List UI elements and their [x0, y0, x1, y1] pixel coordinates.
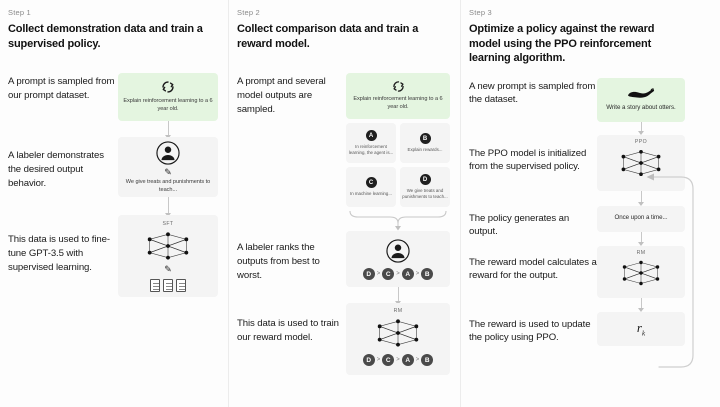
step-title-3: Optimize a policy against the reward mod… — [469, 23, 655, 65]
prompt-box-step1-text: Explain reinforcement learning to a 6 ye… — [123, 98, 213, 113]
neural-network-icon — [143, 229, 193, 263]
gt-sign: > — [376, 357, 381, 364]
rank-badge-1: D — [362, 268, 375, 281]
step3-row-prompt: A new prompt is sampled from the dataset… — [469, 77, 710, 135]
gt-sign: > — [376, 271, 381, 278]
gt-sign: > — [396, 357, 400, 364]
prompt-box-step3-text: Write a story about otters. — [606, 103, 676, 111]
rank-badge-4: B — [421, 354, 434, 367]
step1-caption-3: This data is used to fine-tune GPT-3.5 w… — [8, 234, 110, 273]
step1-row-labeler: A labeler demonstrates the desired outpu… — [8, 137, 218, 218]
step-label-1: Step 1 — [8, 8, 31, 17]
step1-caption-2: A labeler demonstrates the desired outpu… — [8, 150, 104, 189]
output-text-d: We give treats and punishments to teach.… — [402, 188, 448, 200]
step3-row-reward: The reward is used to update the policy … — [469, 311, 710, 346]
arrow-down-3d — [637, 297, 646, 312]
merge-brace-icon — [346, 207, 450, 231]
labeler-person-icon — [385, 238, 411, 264]
refresh-circle-icon — [161, 80, 175, 94]
reward-symbol: rk — [636, 319, 646, 338]
step2-caption-2: A labeler ranks the outputs from best to… — [237, 242, 320, 281]
ppo-model-label: PPO — [634, 138, 648, 145]
document-stack-icon — [150, 279, 186, 293]
step1-row-sft: This data is used to fine-tune GPT-3.5 w… — [8, 215, 218, 298]
output-text-c: In machine learning... — [350, 191, 392, 197]
neural-network-icon — [617, 147, 665, 179]
step3-caption-5: The reward is used to update the policy … — [469, 318, 591, 344]
prompt-box-step2-text: Explain reinforcement learning to a 6 ye… — [353, 96, 443, 111]
rank-badge-1: D — [362, 354, 375, 367]
step2-caption-3: This data is used to train our reward mo… — [237, 318, 339, 343]
output-text-a: In reinforcement learning, the agent is.… — [348, 144, 394, 156]
labeler-box-step1-text: We give treats and punishments to teach.… — [125, 178, 211, 193]
pencil-icon-sft: ✎ — [164, 264, 172, 275]
step-label-2: Step 2 — [237, 8, 260, 17]
output-box-c: C In machine learning... — [346, 167, 396, 208]
prompt-box-step2: Explain reinforcement learning to a 6 ye… — [346, 73, 450, 120]
rank-badge-2: C — [382, 268, 395, 281]
gt-sign: > — [415, 357, 420, 364]
step2-caption-1: A prompt and several model outputs are s… — [237, 76, 326, 115]
step3-row-output: The policy generates an output. Once upo… — [469, 205, 710, 246]
step2-row-rank: A labeler ranks the outputs from best to… — [237, 231, 450, 306]
rank-badge-3: A — [401, 268, 414, 281]
rm-model-label-step3: RM — [636, 249, 646, 256]
output-text-b: Explain rewards... — [407, 147, 443, 153]
step-column-1: Step 1 Collect demonstration data and tr… — [0, 0, 228, 407]
step2-row-rm: This data is used to train our reward mo… — [237, 303, 450, 376]
ppo-box: PPO — [597, 134, 685, 191]
arrow-down-3b — [637, 190, 646, 206]
gt-sign: > — [415, 271, 420, 278]
step-column-2: Step 2 Collect comparison data and train… — [228, 0, 460, 407]
neural-network-icon — [373, 316, 423, 350]
ranking-row-rm: D > C > A > B — [362, 354, 434, 367]
arrow-down-3c — [637, 231, 646, 246]
step3-caption-3: The policy generates an output. — [469, 212, 570, 238]
prompt-box-step1: Explain reinforcement learning to a 6 ye… — [118, 73, 218, 122]
pencil-icon: ✎ — [164, 166, 172, 177]
step-column-3: Step 3 Optimize a policy against the rew… — [460, 0, 720, 407]
labeler-person-icon — [155, 140, 181, 166]
sft-box: SFT — [118, 215, 218, 298]
output-badge-c: C — [365, 177, 377, 189]
step3-row-ppo: The PPO model is initialized from the su… — [469, 134, 710, 206]
output-box-b: B Explain rewards... — [400, 123, 450, 164]
gt-sign: > — [396, 271, 400, 278]
step3-caption-4: The reward model calculates a reward for… — [469, 256, 597, 282]
output-badge-d: D — [419, 174, 431, 186]
arrow-down-3a — [637, 121, 646, 135]
rm-box-step2: RM — [346, 303, 450, 376]
sft-model-label: SFT — [162, 221, 174, 228]
step1-caption-1: A prompt is sampled from our prompt data… — [8, 76, 115, 101]
arrow-down-1b — [164, 197, 173, 218]
otter-icon — [626, 87, 656, 100]
step3-caption-1: A new prompt is sampled from the dataset… — [469, 80, 596, 106]
generated-output-box: Once upon a time... — [597, 205, 685, 232]
rank-badge-4: B — [421, 268, 434, 281]
step3-row-rm: The reward model calculates a reward for… — [469, 245, 710, 312]
labeler-rank-box: D > C > A > B — [346, 231, 450, 288]
step3-caption-2: The PPO model is initialized from the su… — [469, 147, 587, 173]
output-badge-b: B — [419, 133, 431, 145]
step-title-1: Collect demonstration data and train a s… — [8, 23, 203, 50]
rank-badge-3: A — [401, 354, 414, 367]
generated-output-text: Once upon a time... — [614, 214, 668, 222]
rm-box-step3: RM — [597, 245, 685, 298]
rank-badge-2: C — [382, 354, 395, 367]
step1-row-prompt: A prompt is sampled from our prompt data… — [8, 73, 218, 140]
rm-model-label-step2: RM — [393, 308, 403, 315]
model-outputs-grid: A In reinforcement learning, the agent i… — [346, 123, 450, 208]
prompt-box-step3: Write a story about otters. — [597, 77, 685, 122]
neural-network-icon — [618, 258, 664, 288]
step2-row-prompt: A prompt and several model outputs are s… — [237, 73, 450, 231]
reward-box: rk — [597, 311, 685, 346]
output-box-d: D We give treats and punishments to teac… — [400, 167, 450, 208]
refresh-circle-icon — [392, 80, 405, 93]
step-label-3: Step 3 — [469, 8, 492, 17]
output-badge-a: A — [365, 130, 377, 142]
step-title-2: Collect comparison data and train a rewa… — [237, 23, 419, 50]
ranking-row-labeler: D > C > A > B — [362, 268, 434, 281]
labeler-box-step1: ✎ We give treats and punishments to teac… — [118, 137, 218, 198]
output-box-a: A In reinforcement learning, the agent i… — [346, 123, 396, 164]
